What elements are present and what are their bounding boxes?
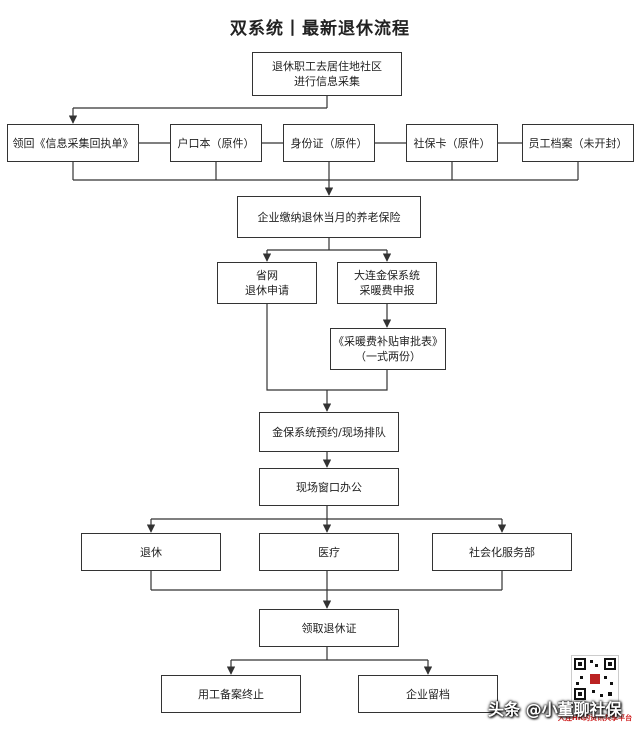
box-heating-form: 《采暖费补贴审批表》 （一式两份） xyxy=(330,328,446,370)
box-receipt: 领回《信息采集回执单》 xyxy=(7,124,139,162)
page-title: 双系统丨最新退休流程 xyxy=(230,19,410,39)
box-appointment: 金保系统预约/现场排队 xyxy=(259,412,399,452)
box-collect: 退休职工去居住地社区 进行信息采集 xyxy=(252,52,402,96)
box-hukou: 户口本（原件） xyxy=(170,124,262,162)
box-pension: 企业缴纳退休当月的养老保险 xyxy=(237,196,421,238)
box-province: 省网 退休申请 xyxy=(217,262,317,304)
watermark: 头条 @小董聊社保 xyxy=(488,700,622,719)
box-medical: 医疗 xyxy=(259,533,399,571)
qr-caption: 大连HR的资讯共享平台 xyxy=(557,714,633,722)
box-archive: 员工档案（未开封） xyxy=(522,124,634,162)
connector-line xyxy=(327,370,388,391)
box-certificate: 领取退休证 xyxy=(259,609,399,647)
box-social: 社会化服务部 xyxy=(432,533,572,571)
box-sscard: 社保卡（原件） xyxy=(406,124,498,162)
box-retire: 退休 xyxy=(81,533,221,571)
box-dalian: 大连金保系统 采暖费申报 xyxy=(337,262,437,304)
box-terminate: 用工备案终止 xyxy=(161,675,301,713)
box-idcard: 身份证（原件） xyxy=(283,124,375,162)
qr-code-icon xyxy=(571,655,619,703)
connector-line xyxy=(266,304,327,391)
box-keep: 企业留档 xyxy=(358,675,498,713)
box-window: 现场窗口办公 xyxy=(259,468,399,506)
